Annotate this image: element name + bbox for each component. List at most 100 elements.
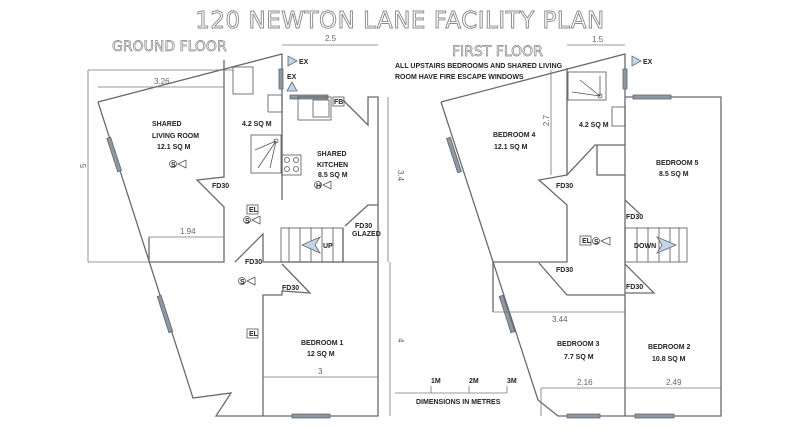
stairs-arrow-icon	[655, 236, 678, 254]
window	[632, 94, 672, 100]
room-area: 4.2 SQ M	[579, 122, 609, 129]
room-area: 8.5 SQ M	[659, 171, 689, 178]
sink-fixture	[297, 96, 332, 121]
smoke-detector-icon: S	[238, 276, 256, 286]
heat-detector-icon: H	[314, 180, 332, 190]
emergency-light-label: EL	[582, 238, 592, 245]
hob-fixture	[281, 154, 302, 176]
dimension-label: 3.26	[154, 77, 170, 86]
fire-blanket-box	[332, 96, 345, 107]
room-label: BEDROOM 3	[557, 341, 600, 348]
ground-floor-walls	[97, 53, 379, 417]
fire-door-label: FD30	[245, 259, 262, 266]
room-label: SHARED	[152, 121, 182, 128]
stairs-up: UP	[280, 227, 344, 263]
smoke-detector-icon: S	[243, 215, 261, 225]
window	[566, 413, 601, 419]
scale-bar: 1M 2M 3M DIMENSIONS IN METRES	[395, 378, 517, 406]
emergency-light-box	[246, 204, 259, 215]
window	[446, 136, 462, 174]
dimension-label: 1.94	[180, 227, 196, 236]
scale-tick-label: 2M	[469, 378, 479, 385]
window	[498, 294, 516, 334]
detector-letter: H	[316, 183, 321, 190]
fire-escape-note: ALL UPSTAIRS BEDROOMS AND SHARED LIVING	[395, 63, 563, 70]
room-label: SHARED	[317, 151, 347, 158]
dimension-label: 5	[79, 163, 88, 168]
room-area: 12 SQ M	[307, 351, 335, 358]
detector-letter: S	[245, 218, 250, 225]
dimension-label: 2.7	[542, 114, 551, 126]
fire-door-label: FD30	[556, 267, 573, 274]
room-area: 7.7 SQ M	[564, 354, 594, 361]
detector-letter: S	[594, 239, 599, 246]
stairs-down: DOWN	[624, 227, 688, 263]
dimension-label: 4	[396, 338, 405, 343]
window	[278, 68, 284, 90]
smoke-detector-icon: S	[169, 159, 187, 169]
dimension-label: 1.5	[592, 35, 604, 44]
first-floor-heading: FIRST FLOOR	[452, 44, 543, 60]
exit-label: EX	[299, 59, 309, 66]
window	[106, 136, 122, 173]
room-label: KITCHEN	[317, 162, 348, 169]
window	[634, 413, 675, 419]
detector-letter: S	[171, 162, 176, 169]
ex-label: EX	[287, 74, 297, 81]
down-label: DOWN	[634, 243, 656, 250]
plan-title: 120 NEWTON LANE FACILITY PLAN	[195, 8, 604, 34]
first-floor-walls	[440, 53, 722, 417]
ground-floor-heading: GROUND FLOOR	[112, 39, 227, 55]
up-label: UP	[323, 243, 333, 250]
emergency-light-label: EL	[249, 331, 259, 338]
dimension-label: 3.4	[396, 170, 405, 182]
shower-fixture	[567, 71, 607, 101]
emergency-light-label: EL	[249, 207, 259, 214]
scale-tick-label: 3M	[507, 378, 517, 385]
first-floor: FIRST FLOOR ALL UPSTAIRS BEDROOMS AND SH…	[395, 35, 722, 419]
fire-door-label: FD30	[282, 285, 299, 292]
exit-label: EX	[643, 59, 653, 66]
room-label: BEDROOM 5	[656, 160, 699, 167]
emergency-light-box	[579, 235, 592, 246]
cabinet-fixture	[232, 66, 254, 95]
window	[291, 413, 331, 419]
shower-fixture	[250, 134, 282, 174]
dimension-label: 3	[318, 367, 323, 376]
scale-tick-label: 1M	[431, 378, 441, 385]
dimension-label: 2.16	[577, 378, 593, 387]
toilet-fixture	[267, 94, 283, 113]
room-area: 12.1 SQ M	[157, 144, 191, 151]
ground-floor: GROUND FLOOR UP	[79, 34, 405, 419]
fire-door-label: GLAZED	[352, 231, 381, 238]
scale-caption: DIMENSIONS IN METRES	[416, 399, 501, 406]
fire-door-label: FD30	[212, 183, 229, 190]
fire-door-label: FD30	[556, 183, 573, 190]
room-area: 12.1 SQ M	[494, 144, 528, 151]
room-area: 10.8 SQ M	[652, 356, 686, 363]
room-label: LIVING ROOM	[152, 133, 199, 140]
fb-label: FB	[334, 99, 343, 106]
exit-arrow-icon	[631, 55, 642, 67]
room-label: BEDROOM 1	[301, 340, 344, 347]
window	[156, 294, 174, 334]
fire-door-label: FD30	[355, 223, 372, 230]
room-label: BEDROOM 4	[493, 132, 536, 139]
exit-arrow-icon	[287, 55, 298, 67]
dimension-label: 2.49	[666, 378, 682, 387]
detector-letter: S	[240, 279, 245, 286]
fire-door-label: FD30	[626, 214, 643, 221]
smoke-detector-icon: S	[592, 236, 611, 246]
extinguisher-icon	[286, 81, 298, 92]
fire-door-label: FD30	[626, 284, 643, 291]
dimension-label: 3.44	[552, 315, 568, 324]
room-label: BEDROOM 2	[648, 344, 691, 351]
toilet-fixture	[611, 106, 626, 127]
stairs-arrow-icon	[301, 236, 322, 254]
emergency-light-box	[246, 328, 259, 339]
window	[622, 68, 628, 90]
dimension-label: 2.5	[325, 34, 337, 43]
first-floor-dimensions	[493, 44, 721, 416]
ground-floor-dimensions	[87, 44, 391, 416]
